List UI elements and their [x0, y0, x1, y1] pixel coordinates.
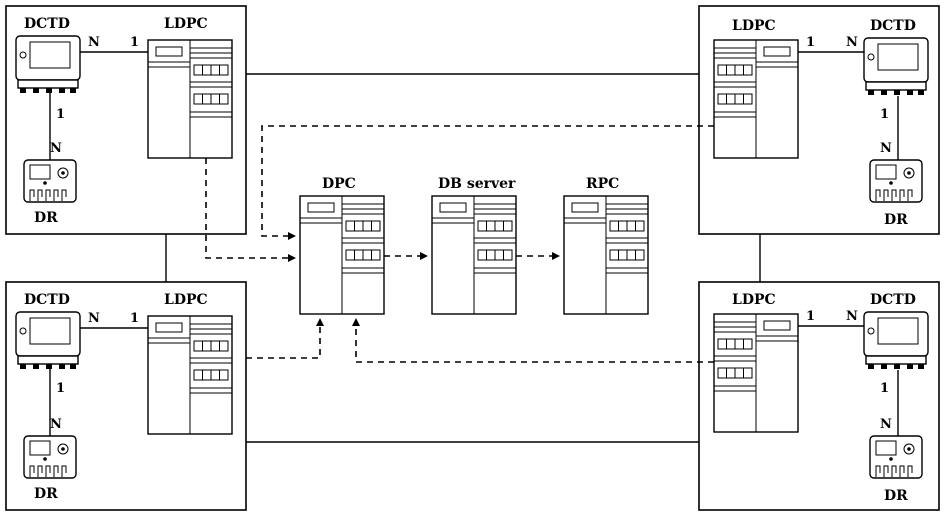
site-box-top-right [698, 5, 940, 235]
rpc-label: RPC [586, 176, 619, 192]
ldpc-label: LDPC [732, 18, 776, 34]
dr-label: DR [884, 212, 908, 228]
site-top-left: DCTD LDPC N 1 1 N DR [15, 16, 233, 226]
flow-top-left-to-dpc [205, 158, 296, 262]
flow-bottom-right-to-dpc [352, 318, 714, 363]
cardinality-1: 1 [806, 35, 815, 50]
dctd-device [863, 37, 929, 96]
ldpc-device [713, 39, 799, 159]
dr-device [23, 159, 77, 203]
cardinality-n: N [50, 141, 62, 156]
dctd-label: DCTD [24, 16, 70, 32]
dr-label: DR [884, 488, 908, 504]
cardinality-n: N [88, 35, 100, 50]
site-bottom-left: DCTD LDPC N 1 1 N DR [15, 292, 233, 502]
ldpc-device [713, 313, 799, 433]
dctd-label: DCTD [870, 292, 916, 308]
cardinality-1: 1 [130, 311, 139, 326]
cardinality-n: N [846, 309, 858, 324]
ldpc-label: LDPC [164, 292, 208, 308]
site-bottom-right: LDPC DCTD 1 N 1 N DR [713, 292, 929, 504]
cardinality-1: 1 [880, 381, 889, 396]
cardinality-n: N [50, 417, 62, 432]
site-box-bottom-left [5, 281, 247, 511]
cardinality-n: N [880, 141, 892, 156]
dpc-label: DPC [322, 176, 356, 192]
cardinality-n: N [880, 417, 892, 432]
db-server-device [431, 195, 517, 315]
cardinality-n: N [846, 35, 858, 50]
dr-device [869, 435, 923, 479]
ldpc-device [147, 39, 233, 159]
cardinality-n: N [88, 311, 100, 326]
site-box-top-left [5, 5, 247, 235]
dctd-device [863, 311, 929, 370]
dctd-label: DCTD [870, 18, 916, 34]
cardinality-1: 1 [56, 381, 65, 396]
dpc-device [299, 195, 385, 315]
cardinality-1: 1 [806, 309, 815, 324]
dr-device [869, 159, 923, 203]
ldpc-device [147, 315, 233, 435]
cardinality-1: 1 [880, 107, 889, 122]
site-box-bottom-right [698, 281, 940, 511]
dr-label: DR [34, 486, 58, 502]
rpc-device [563, 195, 649, 315]
ldpc-label: LDPC [164, 16, 208, 32]
flow-top-right-to-dpc [261, 125, 714, 240]
cardinality-1: 1 [130, 35, 139, 50]
dr-device [23, 435, 77, 479]
dctd-device [15, 311, 81, 370]
site-top-right: LDPC DCTD 1 N 1 N DR [713, 18, 929, 228]
dr-label: DR [34, 210, 58, 226]
cardinality-1: 1 [56, 107, 65, 122]
dctd-device [15, 35, 81, 94]
flow-bottom-left-to-dpc [246, 318, 324, 359]
ldpc-label: LDPC [732, 292, 776, 308]
dctd-label: DCTD [24, 292, 70, 308]
db-server-label: DB server [438, 176, 516, 192]
